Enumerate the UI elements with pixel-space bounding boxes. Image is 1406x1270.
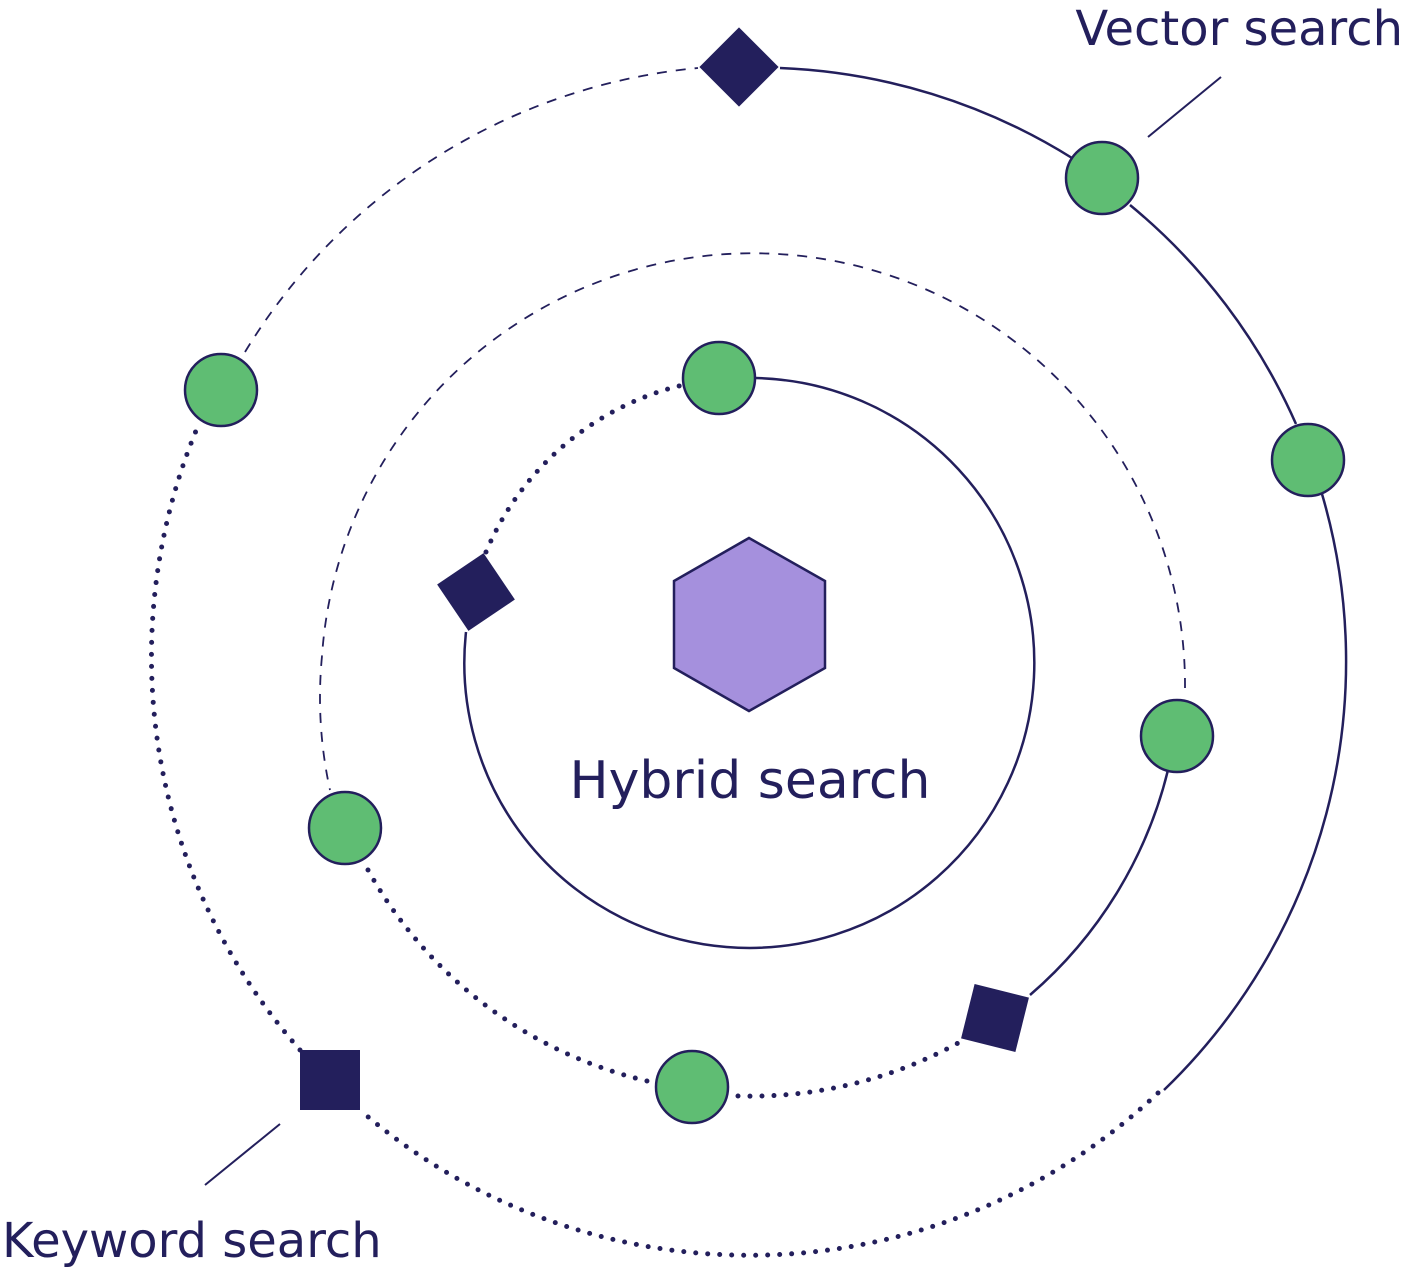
middle-ring [319, 252, 1186, 1099]
node-square-outer-bottom-left [300, 1050, 360, 1110]
node-square-outer-top [699, 27, 779, 107]
node-circle-inner-top [681, 340, 757, 416]
outer-ring-dotted-arc-left [148, 423, 303, 1053]
middle-ring-dashed-arc-upper [321, 252, 1186, 689]
node-circle-middle-left [307, 790, 383, 866]
middle-ring-dotted-arc-lower-left [365, 867, 659, 1086]
inner-ring-dotted-arc [483, 382, 686, 555]
vector-search-label: Vector search [1075, 1, 1403, 57]
outer-ring-solid-arc-right [1129, 204, 1298, 425]
node-circle-middle-right [1139, 698, 1215, 774]
node-circle-outer-left [183, 352, 259, 428]
keyword-search-label: Keyword search [2, 1213, 382, 1269]
node-square-middle-bottom-right [961, 984, 1029, 1052]
outer-ring-dotted-arc-bottom [357, 1090, 1161, 1258]
outer-ring-solid-arc-upper [779, 66, 1073, 160]
middle-ring-solid-arc-right [1029, 769, 1170, 996]
center-label: Hybrid search [570, 751, 931, 811]
node-square-inner-left [437, 553, 515, 631]
node-circle-outer-top-right [1064, 140, 1140, 216]
vector-search-leader-line [1147, 76, 1222, 138]
middle-ring-dashed-arc-left [319, 655, 331, 791]
hybrid-search-hexagon-icon [672, 536, 827, 713]
node-circle-outer-right [1270, 422, 1346, 498]
keyword-search-leader-line [204, 1123, 281, 1186]
outer-ring-solid-arc-lower [1163, 493, 1348, 1091]
inner-ring [463, 376, 1036, 950]
middle-ring-dotted-arc-bottom [735, 1039, 963, 1099]
inner-ring-solid-arc [463, 376, 1036, 950]
node-circle-middle-bottom [654, 1049, 730, 1125]
outer-ring-dashed-arc [244, 67, 699, 353]
outer-ring [148, 66, 1348, 1258]
